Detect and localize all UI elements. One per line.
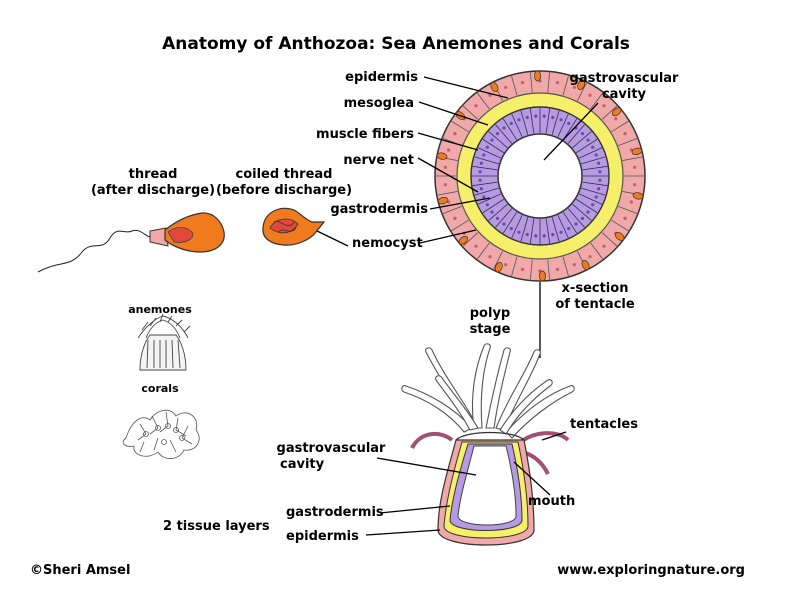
gastrodermis-top-label: gastrodermis bbox=[330, 202, 428, 217]
website-text: www.exploringnature.org bbox=[557, 563, 745, 578]
coral-sketch bbox=[122, 409, 200, 459]
tentacles-label: tentacles bbox=[570, 417, 638, 432]
epidermis-bottom-label: epidermis bbox=[286, 529, 359, 544]
gv-cavity-top-label-line1: gastrovascular bbox=[569, 71, 679, 86]
nemocyst-label: nemocyst bbox=[352, 236, 423, 251]
tentacle-cross-section bbox=[434, 70, 646, 282]
polyp-stage-label-line2: stage bbox=[469, 322, 511, 337]
x-section-label-line2: of tentacle bbox=[555, 297, 635, 312]
polyp-tentacles bbox=[401, 343, 575, 439]
x-section-label-line1: x-section bbox=[561, 281, 629, 296]
mesoglea-label: mesoglea bbox=[343, 96, 414, 111]
nemocyst-cells bbox=[436, 70, 644, 282]
gv-cavity-top-label-line2: cavity bbox=[601, 87, 647, 102]
tissue-layers-label: 2 tissue layers bbox=[163, 519, 270, 534]
coiled-thread-label-line2: (before discharge) bbox=[215, 183, 353, 198]
corals-label: corals bbox=[141, 382, 179, 395]
polyp-leader-lines bbox=[365, 431, 567, 536]
discharged-nemocyst bbox=[37, 212, 225, 273]
gv-cavity-bottom-label-line2: cavity bbox=[280, 457, 325, 472]
gastrodermis-cells bbox=[472, 108, 608, 244]
mouth-label: mouth bbox=[528, 494, 576, 509]
nerve-net-label: nerve net bbox=[343, 153, 414, 168]
cross-section-leader-lines bbox=[314, 76, 599, 247]
polyp-gastrovascular-cavity bbox=[457, 445, 517, 526]
anemone-sketch bbox=[137, 313, 191, 371]
muscle-fibers-label: muscle fibers bbox=[316, 127, 414, 142]
copyright-text: ©Sheri Amsel bbox=[30, 563, 131, 578]
gastrodermis-bottom-label: gastrodermis bbox=[286, 505, 384, 520]
thread-label-line2: (after discharge) bbox=[90, 183, 216, 198]
anemones-label: anemones bbox=[128, 303, 192, 316]
polyp bbox=[401, 343, 575, 546]
gastrovascular-cavity-center bbox=[497, 133, 583, 219]
coiled-thread-label-line1: coiled thread bbox=[235, 167, 333, 182]
page-title: Anatomy of Anthozoa: Sea Anemones and Co… bbox=[162, 34, 630, 54]
polyp-stage-label-line1: polyp bbox=[469, 306, 511, 321]
epidermis-top-label: epidermis bbox=[345, 70, 418, 85]
coiled-nemocyst bbox=[262, 207, 326, 246]
gv-cavity-bottom-label-line1: gastrovascular bbox=[276, 441, 386, 456]
thread-label-line1: thread bbox=[128, 167, 178, 182]
